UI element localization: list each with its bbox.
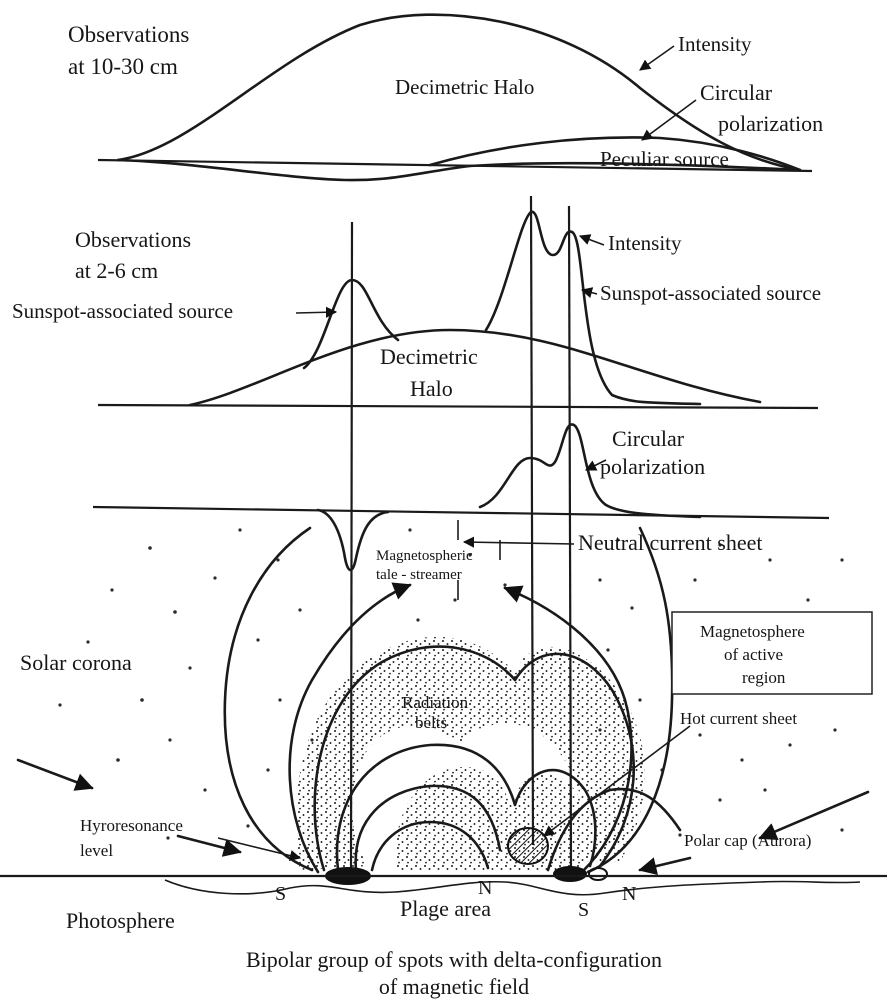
pole-n-right: N (622, 883, 636, 905)
inflow-arrow-right-2 (640, 858, 690, 870)
caption-line-1: Bipolar group of spots with delta-config… (246, 947, 662, 972)
top-circular-label-2: polarization (718, 111, 823, 136)
gyro-pointer (218, 838, 300, 858)
top-circular-label-1: Circular (700, 80, 773, 105)
plage-area-outline (165, 880, 860, 895)
box-label-3: region (742, 668, 786, 687)
polar-cap-label: Polar cap (Aurora) (684, 831, 811, 850)
mid-title-range: at 2-6 cm (75, 258, 158, 283)
mid-title: Observations (75, 227, 191, 252)
gyro-label-2: level (80, 841, 113, 860)
intensity-baseline (98, 405, 818, 408)
mid-circular-label-2: polarization (600, 454, 705, 479)
pole-s-left: S (275, 883, 286, 905)
right-spot-n (589, 868, 607, 880)
inflow-arrow-left-2 (178, 836, 240, 852)
sunspot-left-label: Sunspot-associated source (12, 299, 233, 323)
top-halo-label: Decimetric Halo (395, 75, 534, 99)
neutral-sheet-label: Neutral current sheet (578, 530, 762, 555)
mid-halo-label-1: Decimetric (380, 344, 478, 369)
solar-corona-label: Solar corona (20, 650, 132, 675)
mid-circular-label-1: Circular (612, 426, 685, 451)
right-spot-s (554, 867, 586, 881)
tail-label-1: Magnetospheric (376, 548, 473, 564)
hot-current-sheet-blob (508, 828, 548, 864)
peculiar-source-label: Peculiar source (600, 147, 729, 171)
polarization-baseline (93, 507, 829, 518)
neutral-sheet-pointer (464, 542, 574, 544)
belts-label-2: belts (415, 713, 447, 732)
top-intensity-pointer (640, 46, 674, 70)
gyro-label-1: Hyroresonance (80, 816, 183, 835)
middle-panel: Observations at 2-6 cm Intensity Sunspot… (12, 147, 829, 878)
top-circular-pointer (642, 100, 696, 140)
tail-label-2: tale - streamer (376, 567, 462, 583)
mid-intensity-label: Intensity (608, 231, 682, 255)
top-title-range: at 10-30 cm (68, 54, 178, 79)
top-title: Observations (68, 22, 189, 47)
top-intensity-label: Intensity (678, 32, 752, 56)
pole-s-right: S (578, 899, 589, 921)
sunspot-left-pointer (296, 312, 336, 313)
belts-label-1: Radiation (402, 693, 469, 712)
corona-region: Neutral current sheet Magnetospheric tal… (0, 520, 887, 933)
mid-intensity-pointer (580, 236, 604, 245)
photosphere-label: Photosphere (66, 908, 175, 933)
box-label-2: of active (724, 645, 783, 664)
inflow-arrow-left (18, 760, 92, 788)
mid-halo-label-2: Halo (410, 376, 453, 401)
sunspot-right-label: Sunspot-associated source (600, 281, 821, 305)
plage-label: Plage area (400, 896, 491, 921)
peculiar-line (531, 196, 533, 845)
box-label-1: Magnetosphere (700, 622, 805, 641)
caption-line-2: of magnetic field (379, 974, 529, 999)
hot-sheet-label: Hot current sheet (680, 709, 797, 728)
